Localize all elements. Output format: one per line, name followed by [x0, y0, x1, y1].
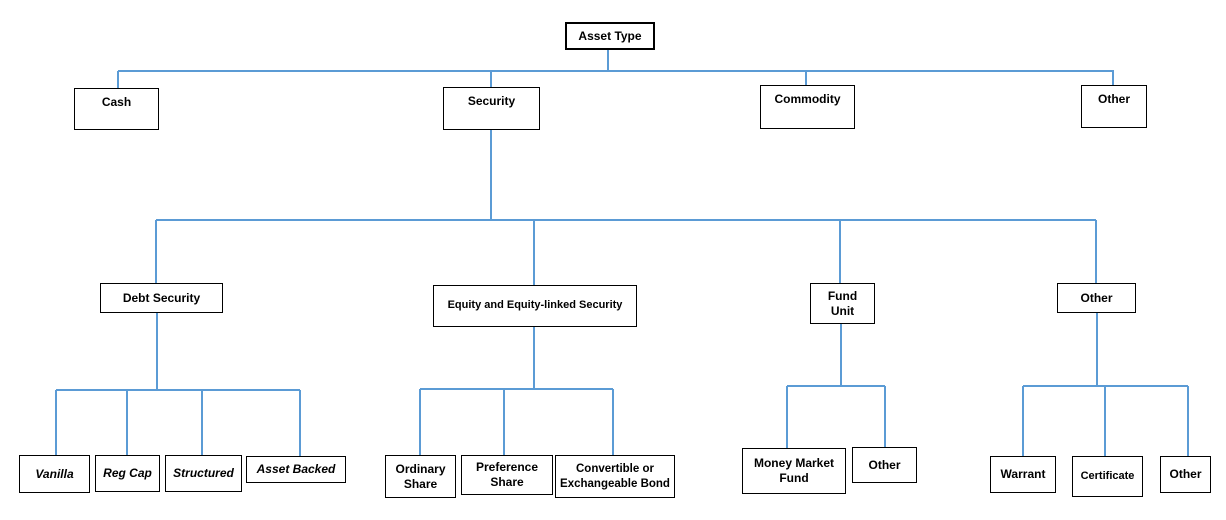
node-money-market-fund: Money Market Fund	[742, 448, 846, 494]
node-debt-security: Debt Security	[100, 283, 223, 313]
node-asset-type: Asset Type	[565, 22, 655, 50]
connector-line	[490, 71, 492, 87]
connector-line	[155, 220, 157, 283]
connector-line	[503, 389, 505, 455]
node-equity-security: Equity and Equity-linked Security	[433, 285, 637, 327]
connector-line	[299, 390, 301, 456]
node-other-security: Other	[1057, 283, 1136, 313]
connector-line	[1095, 220, 1097, 283]
connector-line	[884, 386, 886, 447]
connector-line	[420, 388, 613, 390]
connector-line	[533, 220, 535, 285]
node-asset-backed: Asset Backed	[246, 456, 346, 483]
connector-line	[1112, 71, 1114, 85]
connector-line	[1096, 313, 1098, 386]
connector-line	[1187, 386, 1189, 456]
node-cash: Cash	[74, 88, 159, 130]
node-ordinary-share: Ordinary Share	[385, 455, 456, 498]
connector-line	[117, 71, 119, 88]
node-vanilla: Vanilla	[19, 455, 90, 493]
node-other-bottom: Other	[1160, 456, 1211, 493]
node-structured: Structured	[165, 455, 242, 492]
connector-line	[118, 70, 1114, 72]
connector-line	[201, 390, 203, 455]
node-fund-unit: Fund Unit	[810, 283, 875, 324]
connector-line	[840, 324, 842, 386]
connector-line	[1104, 386, 1106, 456]
connector-line	[419, 389, 421, 455]
node-convertible-bond: Convertible or Exchangeable Bond	[555, 455, 675, 498]
connector-line	[55, 390, 57, 455]
node-certificate: Certificate	[1072, 456, 1143, 497]
node-preference-share: Preference Share	[461, 455, 553, 495]
connector-line	[156, 219, 1096, 221]
node-commodity: Commodity	[760, 85, 855, 129]
connector-line	[490, 130, 492, 220]
node-security: Security	[443, 87, 540, 130]
connector-line	[533, 327, 535, 389]
connector-line	[787, 385, 885, 387]
connector-line	[1022, 386, 1024, 456]
node-reg-cap: Reg Cap	[95, 455, 160, 492]
node-warrant: Warrant	[990, 456, 1056, 493]
connector-line	[126, 390, 128, 455]
connector-line	[805, 71, 807, 85]
connector-line	[839, 220, 841, 283]
connector-line	[612, 389, 614, 455]
node-fund-other: Other	[852, 447, 917, 483]
node-other-top: Other	[1081, 85, 1147, 128]
connector-line	[786, 386, 788, 448]
connector-line	[607, 50, 609, 71]
connector-line	[56, 389, 300, 391]
connector-line	[156, 313, 158, 390]
